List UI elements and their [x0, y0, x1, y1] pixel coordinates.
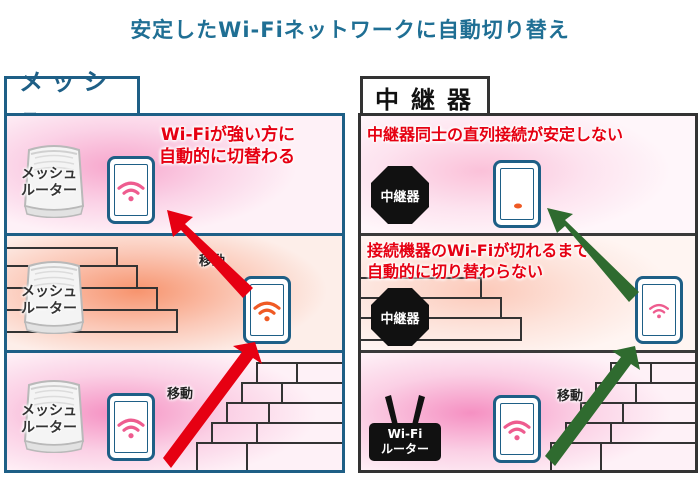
repeater-caption-2: 接続機器のWi-Fiが切れるまで 自動的に切り替わらない [367, 241, 590, 281]
mesh-row-1: メッシュ ルーター Wi-Fiが強い方に 自動的に切替わる [7, 116, 342, 233]
repeater-icon: 中継器 [371, 288, 429, 346]
repeater-caption-1: 中継器同士の直列接続が安定しない [367, 125, 624, 144]
smartphone-icon [107, 156, 155, 224]
wifi-icon [648, 302, 670, 320]
smartphone-icon [493, 395, 541, 463]
mesh-caption: Wi-Fiが強い方に 自動的に切替わる [159, 125, 295, 167]
wifi-router-label: Wi-Fi ルーター [380, 427, 429, 456]
repeater-label: 中継器 [380, 311, 420, 327]
move-label: 移動 [557, 389, 584, 404]
smartphone-icon [493, 160, 541, 228]
move-label: 移動 [199, 254, 226, 269]
mesh-router-label: メッシュ ルーター [21, 284, 77, 317]
wifi-icon [502, 418, 532, 442]
repeater-panel: 中継器 中継器同士の直列接続が安定しない 中継器 接続機器のWi-Fiが切れるま… [358, 113, 698, 473]
smartphone-icon [635, 276, 683, 344]
mesh-row-2: メッシュ ルーター 移動 [7, 236, 342, 350]
wifi-router-icon: Wi-Fi ルーター [367, 387, 443, 465]
mesh-tab-label: メッシュ [4, 68, 140, 131]
mesh-panel: メッシュ ルーター Wi-Fiが強い方に 自動的に切替わる メッシュ ルーター [4, 113, 345, 473]
repeater-row-2: 中継器 接続機器のWi-Fiが切れるまで 自動的に切り替わらない [361, 236, 695, 350]
smartphone-icon [107, 393, 155, 461]
wifi-icon [116, 179, 146, 203]
repeater-label: 中継器 [380, 189, 420, 205]
page-title: 安定したWi-Fiネットワークに自動切り替え [130, 18, 570, 42]
repeater-icon: 中継器 [371, 166, 429, 224]
move-label: 移動 [167, 387, 194, 402]
repeater-row-3: Wi-Fi ルーター 移動 [361, 353, 695, 470]
wifi-icon [116, 416, 146, 440]
mesh-router-label: メッシュ ルーター [21, 166, 77, 199]
repeater-row-1: 中継器 中継器同士の直列接続が安定しない [361, 116, 695, 233]
wifi-icon [252, 299, 282, 323]
mesh-row-3: メッシュ ルーター 移動 [7, 353, 342, 470]
smartphone-icon [243, 276, 291, 344]
repeater-tab-label: 中継器 [360, 76, 490, 115]
wifi-icon [514, 203, 522, 209]
mesh-router-label: メッシュ ルーター [21, 403, 77, 436]
